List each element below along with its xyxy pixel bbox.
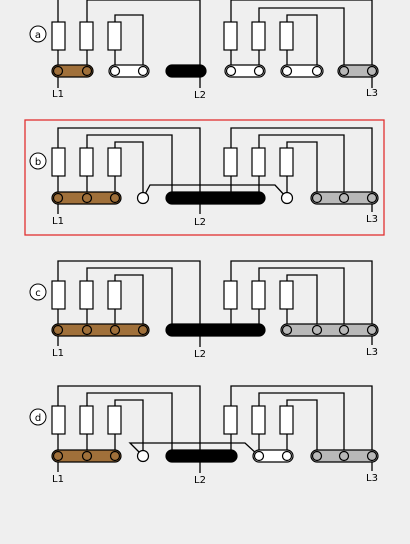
option-b-l1-label: L1 <box>52 216 64 227</box>
option-a-l1-label: L1 <box>52 89 64 100</box>
option-c-wires <box>57 260 373 347</box>
option-b-label: b <box>35 157 41 168</box>
option-c-terminals <box>52 324 378 336</box>
option-b-resistors <box>51 147 294 177</box>
option-a-l3-label: L3 <box>366 88 378 99</box>
option-d-l3-label: L3 <box>366 473 378 484</box>
option-a-terminals <box>52 65 378 77</box>
bridge-brown <box>51 64 94 78</box>
option-d-l2-label: L2 <box>194 475 206 486</box>
resistor <box>279 21 294 51</box>
option-d-group[interactable]: d <box>29 385 379 486</box>
option-a-group[interactable]: a <box>29 0 379 101</box>
option-c-l2-label: L2 <box>194 349 206 360</box>
option-b-group[interactable]: b <box>24 119 385 236</box>
option-b-selector[interactable] <box>29 152 47 170</box>
option-b-l3-label: L3 <box>366 214 378 225</box>
option-c-l3-label: L3 <box>366 347 378 358</box>
resistor <box>79 21 94 51</box>
bridge-white <box>280 64 324 78</box>
option-d-label: d <box>35 413 41 424</box>
option-d-wires <box>57 385 373 473</box>
option-c-label: c <box>35 288 41 299</box>
option-c-selector[interactable] <box>29 283 47 301</box>
resistor <box>51 21 66 51</box>
option-b-highlight-frame <box>24 119 385 236</box>
option-d-bridges <box>51 449 379 463</box>
option-d-l1-label: L1 <box>52 474 64 485</box>
option-a-label: a <box>35 30 41 41</box>
option-a-resistors <box>51 21 294 51</box>
option-c-bridges <box>51 323 379 337</box>
option-d-terminals <box>52 449 378 463</box>
option-a-l2-label: L2 <box>194 90 206 101</box>
option-b-l2-label: L2 <box>194 217 206 228</box>
resistor <box>251 21 266 51</box>
option-c-group[interactable]: c <box>29 260 379 360</box>
resistor <box>223 21 238 51</box>
option-b-wires <box>57 127 373 214</box>
option-b-bridges <box>51 191 379 205</box>
option-d-resistors <box>51 405 294 435</box>
option-a-selector[interactable] <box>29 25 47 43</box>
option-d-selector[interactable] <box>29 408 47 426</box>
option-b-terminals <box>52 191 378 205</box>
resistor <box>107 21 122 51</box>
option-c-l1-label: L1 <box>52 348 64 359</box>
option-c-resistors <box>51 280 294 310</box>
